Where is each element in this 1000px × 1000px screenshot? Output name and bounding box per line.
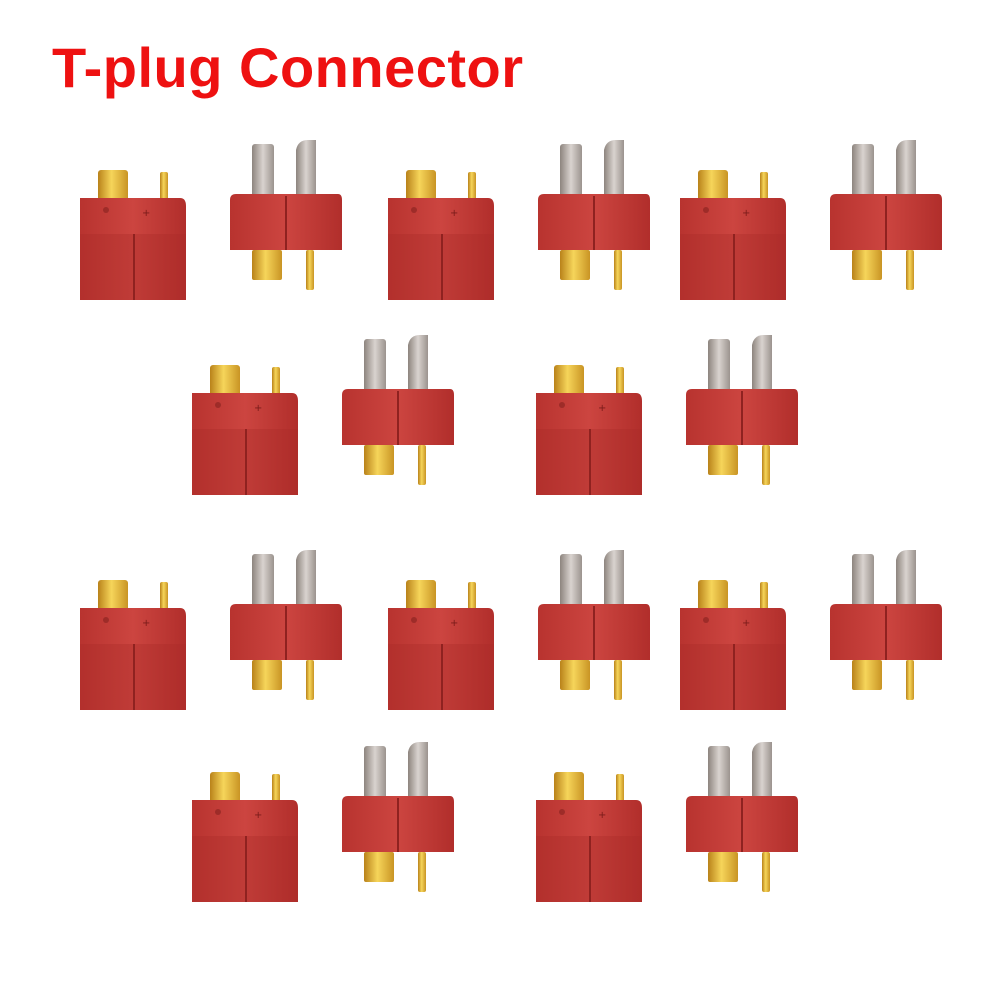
connector-female-r3-c3: + xyxy=(388,580,494,710)
svg-text:+: + xyxy=(142,208,150,219)
svg-text:+: + xyxy=(742,618,750,629)
connector-female-r3-c1: + xyxy=(80,580,186,710)
svg-text:+: + xyxy=(450,618,458,629)
connector-female-r1-c5: + xyxy=(680,170,786,300)
svg-text:+: + xyxy=(142,618,150,629)
product-title: T-plug Connector xyxy=(52,36,524,99)
connector-male-r3-c4 xyxy=(538,550,650,700)
connector-male-r4-c4 xyxy=(686,742,798,892)
connector-female-r4-c3: + xyxy=(536,772,642,902)
connector-female-r2-c3: + xyxy=(536,365,642,495)
connector-male-r3-c6 xyxy=(830,550,942,700)
connector-male-r1-c4 xyxy=(538,140,650,290)
connector-male-r2-c4 xyxy=(686,335,798,485)
connector-male-r4-c2 xyxy=(342,742,454,892)
svg-text:+: + xyxy=(254,403,262,414)
connector-female-r1-c1: + xyxy=(80,170,186,300)
svg-text:+: + xyxy=(254,810,262,821)
connector-male-r2-c2 xyxy=(342,335,454,485)
connector-male-r1-c6 xyxy=(830,140,942,290)
svg-text:+: + xyxy=(742,208,750,219)
svg-text:+: + xyxy=(598,403,606,414)
svg-text:+: + xyxy=(598,810,606,821)
connector-female-r4-c1: + xyxy=(192,772,298,902)
connector-female-r3-c5: + xyxy=(680,580,786,710)
connector-male-r1-c2 xyxy=(230,140,342,290)
connector-female-r2-c1: + xyxy=(192,365,298,495)
connector-male-r3-c2 xyxy=(230,550,342,700)
svg-text:+: + xyxy=(450,208,458,219)
connector-female-r1-c3: + xyxy=(388,170,494,300)
